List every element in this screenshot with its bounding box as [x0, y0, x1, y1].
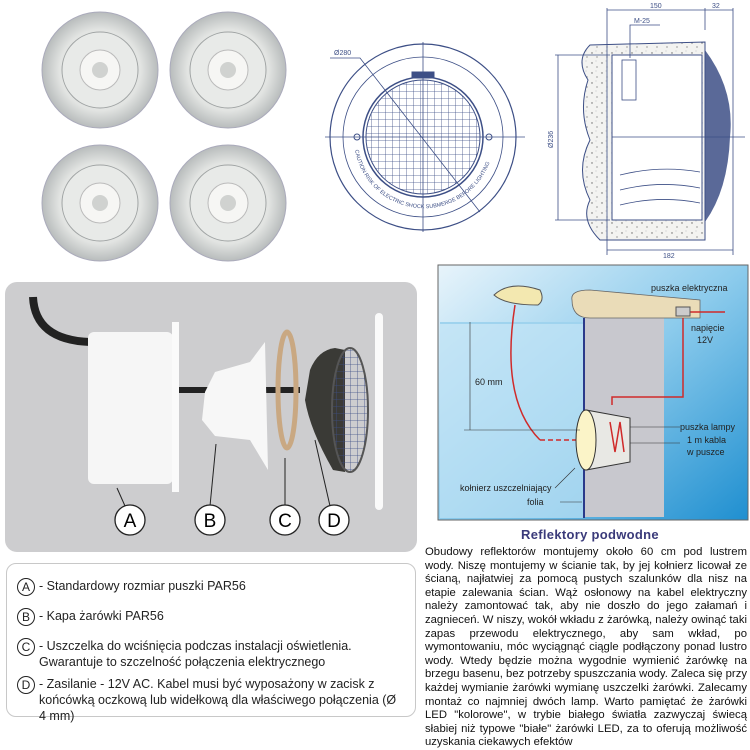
total-dimension: 182 [663, 253, 675, 260]
diameter-label: Ø280 [334, 50, 351, 57]
legend-marker: A [17, 578, 35, 596]
legend-box: A - Standardowy rozmiar puszki PAR56 B -… [6, 563, 416, 723]
label-flange: kołnierz uszczelniający [460, 483, 552, 493]
svg-text:C: C [278, 511, 292, 532]
lamp-photo [169, 144, 287, 262]
section-view-drawing: 150 32 182 M-25 Ø236 [548, 3, 745, 260]
legend-text: - Kapa żarówki PAR56 [39, 609, 164, 623]
legend-text: - Standardowy rozmiar puszki PAR56 [39, 579, 246, 593]
label-depth: 60 mm [475, 377, 503, 387]
thread-label: M-25 [634, 18, 650, 25]
article-title: Reflektory podwodne [521, 527, 659, 542]
article-body: Obudowy reflektorów montujemy około 60 c… [425, 546, 747, 749]
exploded-view-panel: A B C D [5, 282, 417, 552]
figure-canvas: Ø280 CAUTION RISK OF ELECTRIC SHOCK SUBM… [5, 3, 749, 552]
label-foil: folia [527, 497, 544, 507]
label-cable-box: w puszce [686, 447, 725, 457]
front-view-drawing: Ø280 CAUTION RISK OF ELECTRIC SHOCK SUBM… [325, 42, 525, 232]
lamp-photo [41, 11, 159, 129]
legend-item-a: A - Standardowy rozmiar puszki PAR56 [17, 578, 399, 596]
label-voltage: napięcie [691, 323, 725, 333]
depth-dimension: 32 [712, 3, 720, 10]
height-dimension: Ø236 [548, 131, 555, 148]
svg-text:D: D [327, 511, 341, 532]
legend-item-d: D - Zasilanie - 12V AC. Kabel musi być w… [17, 676, 399, 724]
bulb-cap [202, 342, 268, 470]
gasket [275, 329, 299, 451]
legend-text: - Uszczelka do wciśnięcia podczas instal… [39, 639, 352, 669]
legend-item-b: B - Kapa żarówki PAR56 [17, 608, 399, 626]
label-lamp-box: puszka lampy [680, 422, 736, 432]
label-junction-box: puszka elektryczna [651, 283, 728, 293]
svg-text:A: A [124, 511, 137, 532]
lamp-photos [41, 11, 287, 262]
marker-a: A [114, 504, 146, 536]
svg-text:B: B [204, 511, 217, 532]
marker-d: D [318, 504, 350, 536]
niche-housing [88, 332, 173, 484]
legend-marker: C [17, 638, 35, 656]
legend-text: - Zasilanie - 12V AC. Kabel musi być wyp… [39, 677, 397, 723]
legend-item-c: C - Uszczelka do wciśnięcia podczas inst… [17, 638, 399, 670]
legend-marker: B [17, 608, 35, 626]
label-cable: 1 m kabla [687, 435, 726, 445]
marker-b: B [194, 504, 226, 536]
lamp-photo [41, 144, 159, 262]
lamp-photo [169, 11, 287, 129]
marker-c: C [269, 504, 301, 536]
width-dimension: 150 [650, 3, 662, 10]
lamp-lens [331, 347, 369, 473]
label-voltage-value: 12V [697, 335, 713, 345]
legend-marker: D [17, 676, 35, 694]
installation-diagram: puszka elektryczna napięcie 12V 60 mm pu… [437, 264, 749, 521]
